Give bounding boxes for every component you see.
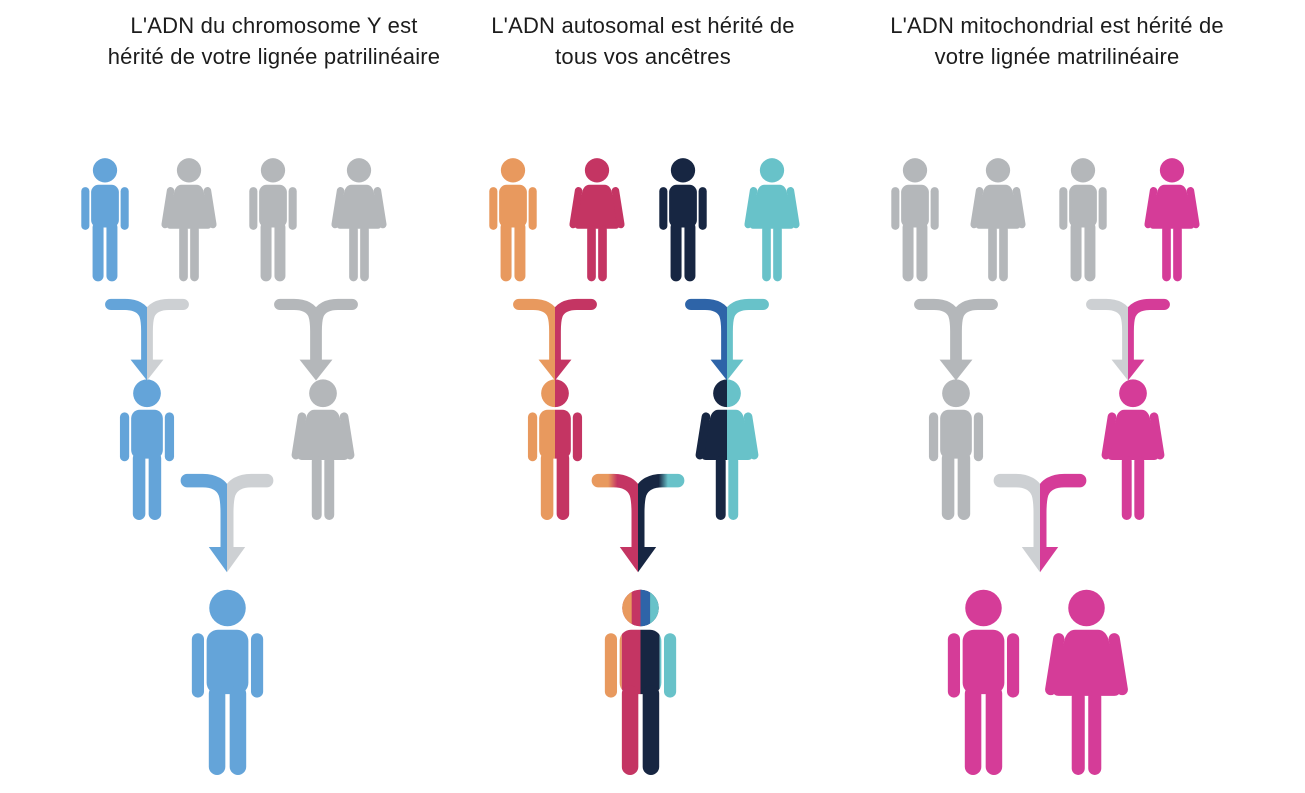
autosomal-children-male-figure xyxy=(597,588,684,788)
panel-title-y-dna: L'ADN du chromosome Y est hérité de votr… xyxy=(107,13,441,70)
y-dna-inheritance-arrow-level2-0 xyxy=(175,468,279,574)
y-dna-grandparent-female-figure xyxy=(330,157,388,290)
autosomal-grandparent-male-figure xyxy=(484,157,542,290)
autosomal-grandparent-female-figure xyxy=(743,157,801,290)
mitochondrial-inheritance-arrow-level2-0 xyxy=(988,468,1092,574)
y-dna-parent-male-figure xyxy=(114,378,180,530)
mitochondrial-grandparent-female-figure xyxy=(1143,157,1201,290)
y-dna-grandparent-male-figure xyxy=(76,157,134,290)
mitochondrial-parent-female-figure xyxy=(1100,378,1166,530)
autosomal-inheritance-arrow-level1-0 xyxy=(508,294,602,382)
y-dna-children-male-figure xyxy=(184,588,271,788)
mitochondrial-inheritance-arrow-level1-0 xyxy=(909,294,1003,382)
autosomal-parent-female-figure xyxy=(694,378,760,530)
mitochondrial-inheritance-arrow-level1-1 xyxy=(1081,294,1175,382)
autosomal-parent-male-figure xyxy=(522,378,588,530)
autosomal-grandparent-female-figure xyxy=(568,157,626,290)
y-dna-inheritance-arrow-level1-0 xyxy=(100,294,194,382)
mitochondrial-children-female-figure xyxy=(1043,588,1130,788)
mitochondrial-grandparent-female-figure xyxy=(969,157,1027,290)
y-dna-parent-female-figure xyxy=(290,378,356,530)
mitochondrial-grandparent-male-figure xyxy=(1054,157,1112,290)
autosomal-inheritance-arrow-level2-0 xyxy=(586,468,690,574)
panel-title-mitochondrial: L'ADN mitochondrial est hérité de votre … xyxy=(890,13,1224,70)
autosomal-inheritance-arrow-level1-1 xyxy=(680,294,774,382)
mitochondrial-children-male-figure xyxy=(940,588,1027,788)
y-dna-grandparent-female-figure xyxy=(160,157,218,290)
panel-title-autosomal: L'ADN autosomal est hérité de tous vos a… xyxy=(491,13,795,70)
autosomal-grandparent-male-figure xyxy=(654,157,712,290)
mitochondrial-parent-male-figure xyxy=(923,378,989,530)
mitochondrial-grandparent-male-figure xyxy=(886,157,944,290)
y-dna-grandparent-male-figure xyxy=(244,157,302,290)
y-dna-inheritance-arrow-level1-1 xyxy=(269,294,363,382)
